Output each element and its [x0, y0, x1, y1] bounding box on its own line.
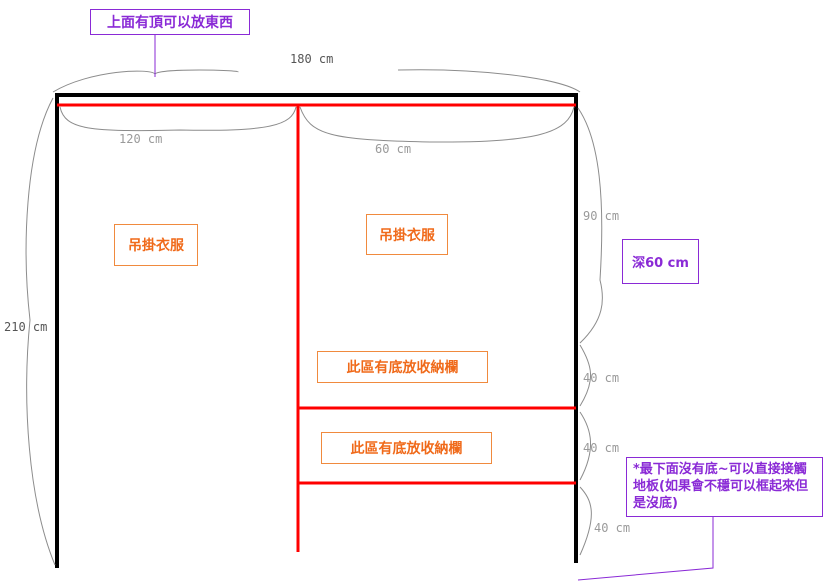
dim-shelf2-height: 40 cm [583, 441, 620, 455]
top-note-text: 上面有頂可以放東西 [107, 15, 233, 31]
depth-note-text: 深60 cm [632, 256, 689, 271]
zone-hang-right-label: 吊掛衣服 [379, 227, 435, 244]
depth-note: 深60 cm [622, 239, 699, 284]
bottom-note: *最下面沒有底~可以直接接觸地板(如果會不穩可以框起來但是沒底) [626, 457, 823, 517]
zone-storage-upper-label: 此區有底放收納欄 [346, 360, 459, 376]
dim-shelf1-height: 40 cm [583, 371, 620, 385]
wardrobe-frame [55, 93, 578, 568]
top-note: 上面有頂可以放東西 [90, 9, 250, 35]
dim-left-width: 120 cm [119, 132, 163, 146]
dim-upper-right-height: 90 cm [583, 209, 620, 223]
zone-storage-lower: 此區有底放收納欄 [321, 432, 492, 464]
zone-storage-upper: 此區有底放收納欄 [317, 351, 488, 383]
dim-total-width: 180 cm [290, 52, 334, 66]
zone-hang-left: 吊掛衣服 [114, 224, 198, 266]
dim-right-width: 60 cm [375, 142, 412, 156]
zone-storage-lower-label: 此區有底放收納欄 [350, 441, 463, 457]
dim-total-height: 210 cm [4, 320, 48, 334]
partition-rails [57, 103, 576, 552]
zone-hang-right: 吊掛衣服 [366, 214, 448, 255]
dim-bottom-height: 40 cm [594, 521, 631, 535]
note-leaders [154, 35, 714, 581]
zone-hang-left-label: 吊掛衣服 [128, 238, 184, 254]
dimension-braces [25, 69, 603, 566]
bottom-note-text: *最下面沒有底~可以直接接觸地板(如果會不穩可以框起來但是沒底) [633, 462, 808, 511]
